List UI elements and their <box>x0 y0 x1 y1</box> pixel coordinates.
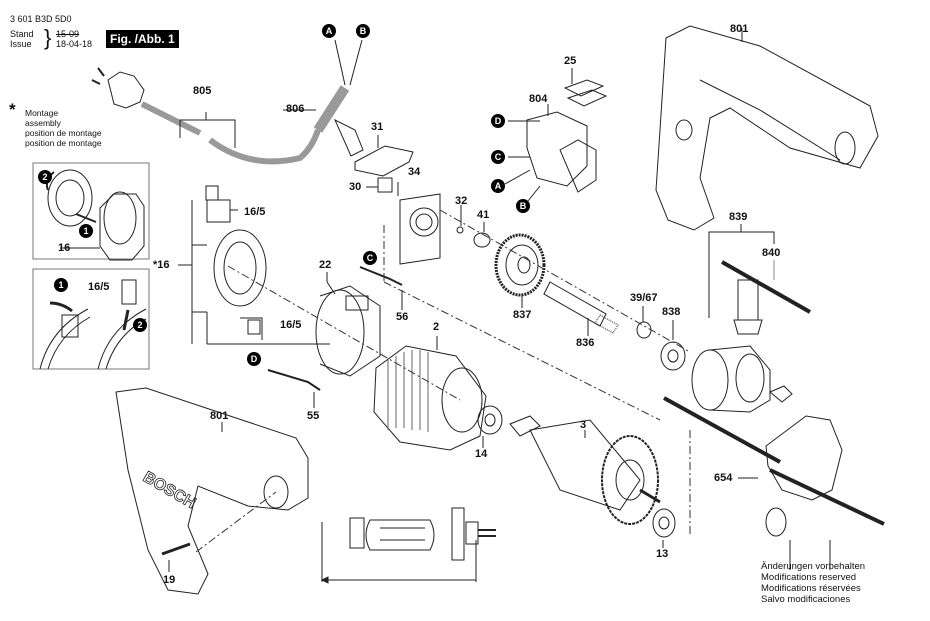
brush-housing-drawing <box>315 285 381 377</box>
svg-text:BOSCH: BOSCH <box>140 469 199 513</box>
chuck-key-drawing <box>721 260 811 335</box>
part-label-41: 41 <box>477 209 490 221</box>
housing-half-drawing <box>655 25 879 231</box>
retaining-ring-39-67 <box>636 321 652 339</box>
switch-cover-drawing <box>354 135 414 193</box>
gear-drawing <box>494 233 546 308</box>
legend-line: position de montage <box>25 128 102 138</box>
switch-drawing <box>504 104 597 207</box>
screw-22 <box>326 281 336 295</box>
connector-marker-a: A <box>491 179 505 193</box>
connector-marker-d: D <box>491 114 505 128</box>
part-label-838: 838 <box>662 306 681 318</box>
selector-slide-drawing <box>563 79 608 107</box>
stand-label: Stand <box>10 29 34 39</box>
power-cord-drawing <box>91 39 364 165</box>
bearing-838 <box>660 341 686 371</box>
issue-label: Issue <box>10 39 32 49</box>
inset-box-brush-holder <box>32 162 150 260</box>
assembly-axis-lines <box>195 209 691 553</box>
part-label-836: 836 <box>576 337 595 349</box>
dates: 15-09 18-04-18 <box>56 29 92 49</box>
ball-32 <box>456 226 464 234</box>
legend-line: position de montage <box>25 138 102 148</box>
disclaimer-line: Modifications réservées <box>761 583 861 594</box>
part-label-804: 804 <box>529 93 548 105</box>
field-drawing <box>373 336 487 451</box>
connector-marker-d: D <box>247 352 261 366</box>
disclaimer-line: Modifications reserved <box>761 572 857 583</box>
part-label-801: 801 <box>210 410 229 422</box>
step-marker-2: 2 <box>38 170 52 184</box>
part-label-16-5: 16/5 <box>88 281 110 293</box>
inset-box-brush-change <box>32 268 150 370</box>
chuck-drawing <box>691 345 793 413</box>
inset-brush-holder-drawing <box>45 169 145 261</box>
armature-side-view <box>320 507 496 584</box>
bearing-14 <box>477 405 503 435</box>
fan-baffle-drawing <box>397 182 441 265</box>
disclaimer-line: Salvo modificaciones <box>761 594 851 605</box>
part-label-14: 14 <box>475 448 488 460</box>
part-label-30: 30 <box>349 181 362 193</box>
connector-marker-b: B <box>516 199 530 213</box>
step-marker-1: 1 <box>79 224 93 238</box>
housing-screw-19 <box>161 542 191 556</box>
asterisk-symbol: * <box>9 100 16 119</box>
bracket-839 <box>708 224 775 318</box>
step-marker-1: 1 <box>54 278 68 292</box>
part-label-2: 2 <box>433 321 440 333</box>
armature-drawing <box>509 415 661 525</box>
step-marker-2: 2 <box>133 318 147 332</box>
part-label-801: 801 <box>730 23 749 35</box>
part-label-654: 654 <box>714 472 733 484</box>
brace-symbol: } <box>44 25 52 50</box>
part-label-16: 16 <box>58 242 71 254</box>
part-label-16-5: 16/5 <box>244 206 266 218</box>
part-label-34: 34 <box>408 166 421 178</box>
modifications-disclaimer: Änderungen vorbehalten Modifications res… <box>761 561 865 605</box>
connector-marker-c: C <box>363 251 377 265</box>
connector-marker-a: A <box>322 24 336 38</box>
brush-holder-drawing <box>205 185 267 335</box>
part-label-22: 22 <box>319 259 332 271</box>
part-label-star-16: *16 <box>153 259 170 271</box>
connector-marker-c: C <box>491 150 505 164</box>
part-label-805: 805 <box>193 85 212 97</box>
legend-line: Montage <box>25 108 59 118</box>
bearing-13 <box>652 508 676 538</box>
part-label-39-67: 39/67 <box>630 292 658 304</box>
bracket-16 <box>191 199 330 345</box>
part-label-31: 31 <box>371 121 384 133</box>
assembly-legend: Montage assembly position de montage pos… <box>25 108 102 148</box>
part-label-19: 19 <box>163 574 176 586</box>
auxiliary-handle-drawing <box>663 396 885 570</box>
new-date: 18-04-18 <box>56 39 93 49</box>
part-label-839: 839 <box>729 211 748 223</box>
figure-label: Fig. /Abb. 1 <box>106 30 179 48</box>
lead-56 <box>359 266 403 286</box>
bracket-805 <box>179 112 236 148</box>
part-label-16-5: 16/5 <box>280 319 302 331</box>
part-label-13: 13 <box>656 548 669 560</box>
part-number: 3 601 B3D 5D0 <box>10 14 72 24</box>
part-label-840: 840 <box>762 247 781 259</box>
disclaimer-line: Änderungen vorbehalten <box>761 561 866 572</box>
part-label-25: 25 <box>564 55 577 67</box>
old-date: 15-09 <box>56 29 80 39</box>
part-label-3: 3 <box>580 419 587 431</box>
spindle-drawing <box>543 281 619 336</box>
part-label-56: 56 <box>396 311 409 323</box>
lead-55 <box>267 369 321 391</box>
pinion-41 <box>473 232 491 248</box>
connector-marker-b: B <box>356 24 370 38</box>
legend-line: assembly <box>25 118 61 128</box>
stand-issue-labels: Stand Issue <box>10 29 34 49</box>
part-label-32: 32 <box>455 195 468 207</box>
part-label-806: 806 <box>286 103 305 115</box>
part-label-837: 837 <box>513 309 532 321</box>
part-label-55: 55 <box>307 410 320 422</box>
inset-brush-change-drawing <box>39 279 147 370</box>
